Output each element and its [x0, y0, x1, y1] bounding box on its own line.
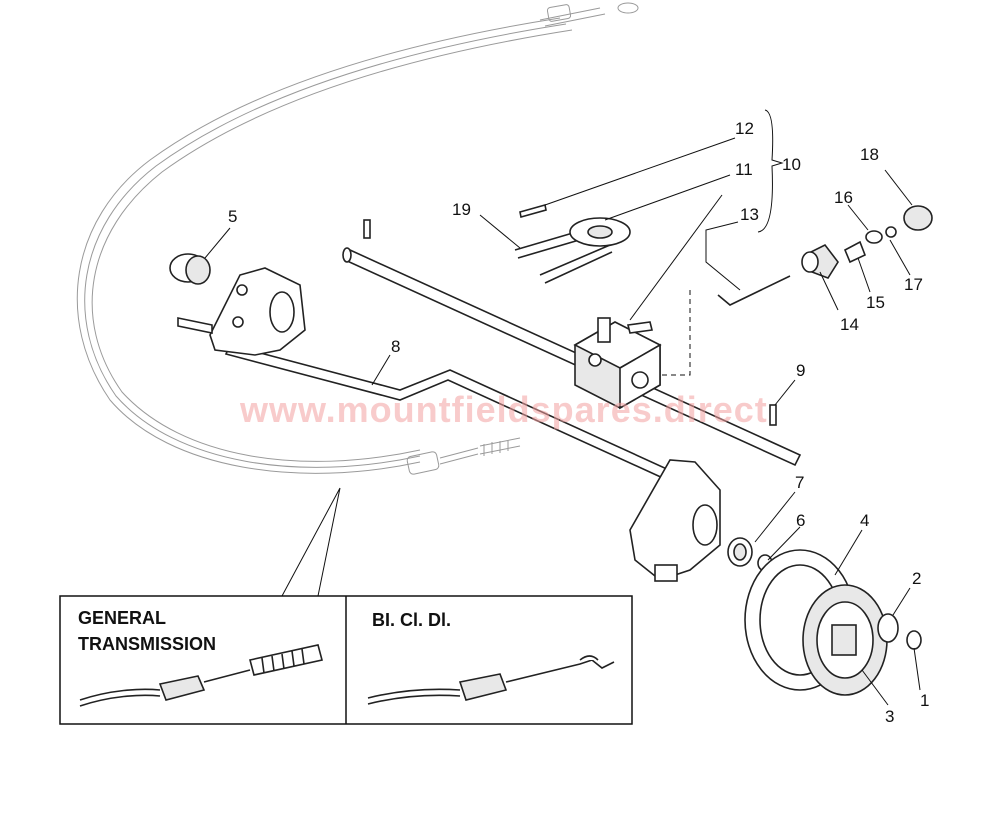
callout-6: 6 [796, 511, 805, 530]
watermark-text: www.mountfieldspares.direct [239, 389, 768, 430]
callout-4: 4 [860, 511, 869, 530]
linkage-rod [717, 275, 791, 306]
callout-17: 17 [904, 275, 923, 294]
inset-pointer [281, 487, 341, 597]
callout-5: 5 [228, 207, 237, 226]
inset-title-bicidi: BI. Cl. Dl. [372, 610, 451, 630]
callout-12: 12 [735, 119, 754, 138]
callout-8: 8 [391, 337, 400, 356]
callout-1: 1 [920, 691, 929, 710]
callout-18: 18 [860, 145, 879, 164]
callout-11: 11 [735, 160, 753, 179]
belt-and-pulley [514, 203, 631, 284]
leader-lines [204, 109, 921, 706]
callout-19: 19 [452, 200, 471, 219]
callout-16: 16 [834, 188, 853, 207]
inset-title-general: GENERAL [78, 608, 166, 628]
callout-15: 15 [866, 293, 885, 312]
callout-9: 9 [796, 361, 805, 380]
right-bracket [629, 459, 721, 582]
bushings [727, 537, 773, 572]
callout-labels: 5 8 9 7 6 4 2 1 3 12 11 10 19 13 14 15 1… [228, 119, 929, 726]
callout-13: 13 [740, 205, 759, 224]
callout-10: 10 [782, 155, 801, 174]
callout-7: 7 [795, 473, 804, 492]
callout-2: 2 [912, 569, 921, 588]
callout-14: 14 [840, 315, 859, 334]
inset-cable-bicidi [367, 655, 615, 705]
inset-title-transmission: TRANSMISSION [78, 634, 216, 654]
gearbox-assembly [573, 317, 662, 410]
inset-panel: GENERAL TRANSMISSION BI. Cl. Dl. [59, 595, 633, 725]
control-cable [76, 2, 639, 475]
wheel-assembly [744, 549, 922, 696]
callout-3: 3 [885, 707, 894, 726]
pinion-gear [169, 253, 211, 285]
inset-cable-general [79, 644, 323, 707]
small-parts-cluster [801, 205, 933, 279]
pin [769, 404, 777, 426]
left-bracket [177, 267, 306, 356]
